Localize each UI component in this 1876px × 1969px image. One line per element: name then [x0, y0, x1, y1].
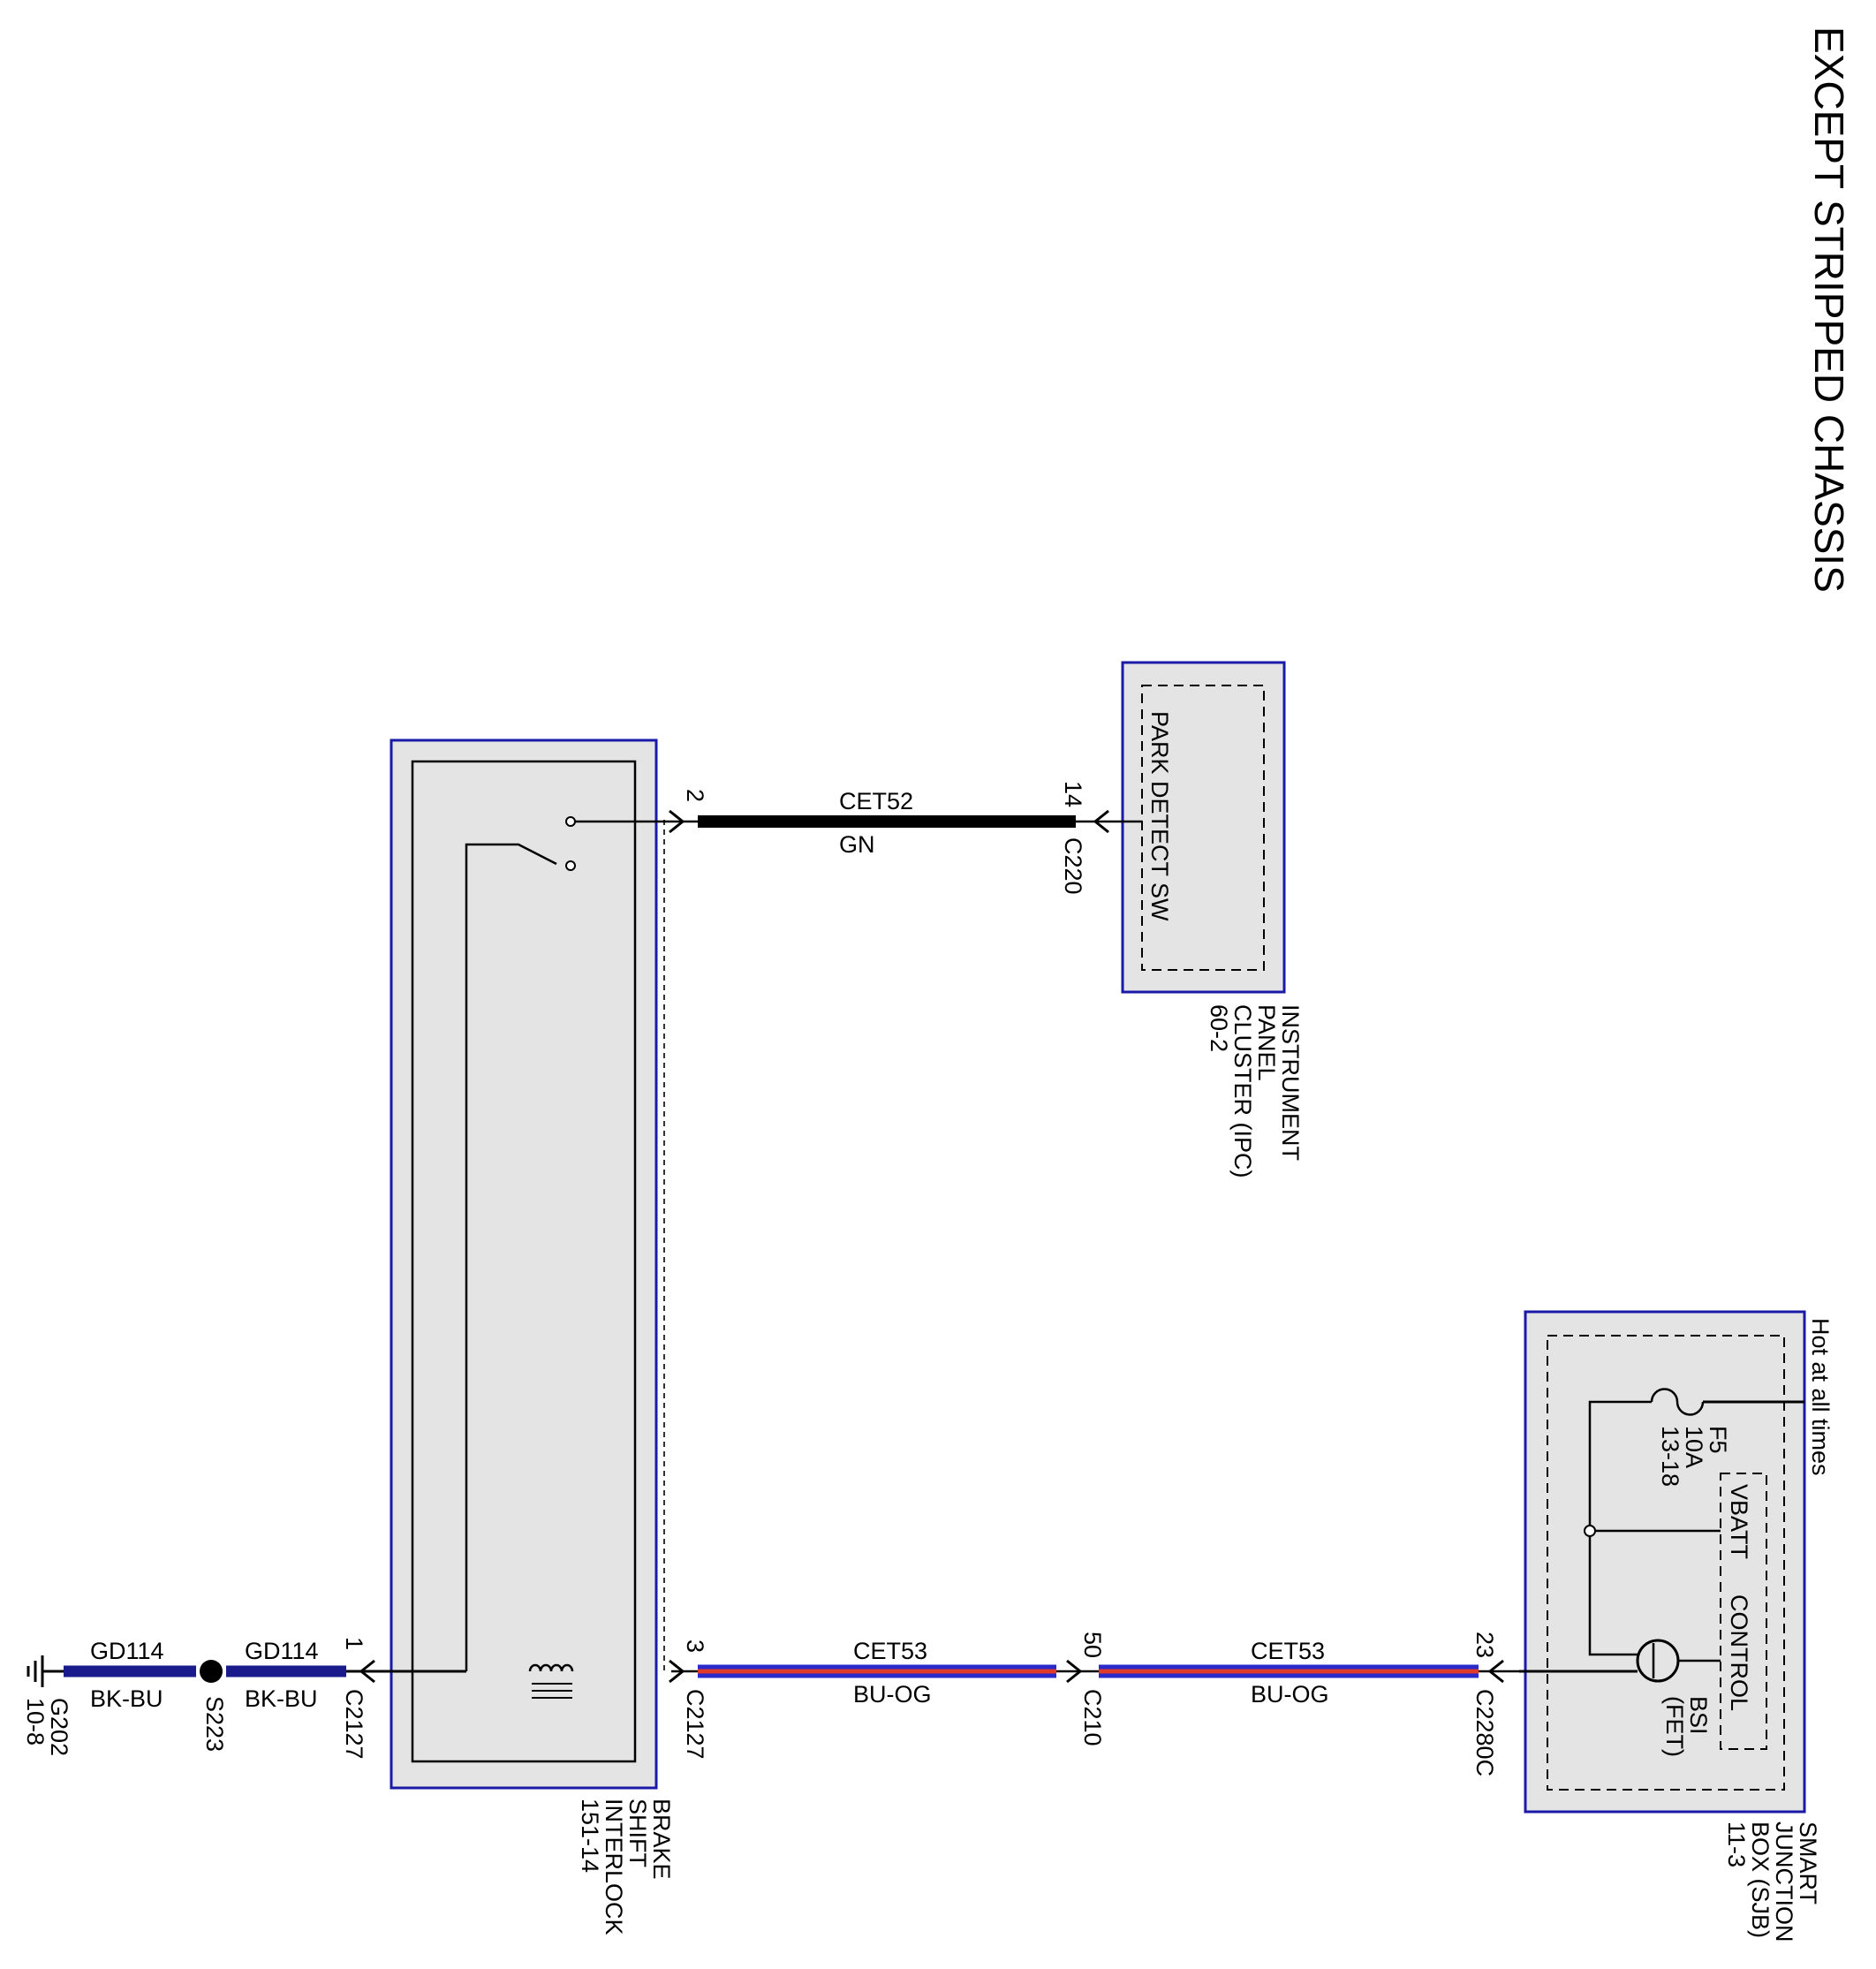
bsi-name-line-3: INTERLOCK — [601, 1799, 627, 1935]
c2127-top-pin: 2 — [682, 789, 708, 802]
splice-name: S223 — [201, 1696, 228, 1752]
bsi-name-line-4: 151-14 — [577, 1799, 603, 1873]
c210-pin: 50 — [1079, 1632, 1106, 1658]
cet53-a-color-label: BU-OG — [853, 1681, 932, 1708]
c220-pin: 14 — [1060, 781, 1086, 807]
wire-cet52: CET52 GN 2 14 C220 — [669, 781, 1109, 895]
ipc-module-outer — [1121, 661, 1286, 994]
bsi-solenoid-coil-icon — [528, 1663, 574, 1672]
cet52-color-label: GN — [839, 831, 875, 858]
c2127-right-name: C2127 — [682, 1689, 708, 1760]
bsi-fet-line-1: BSI — [1685, 1696, 1712, 1735]
sjb-name-line-4: 11-3 — [1723, 1821, 1750, 1867]
wire-gd114-b: GD114 BK-BU — [226, 1638, 466, 1712]
brake-shift-interlock-module: BRAKE SHIFT INTERLOCK 151-14 — [390, 738, 675, 1942]
ipc-park-detect-sw-label: PARK DETECT SW — [1146, 711, 1173, 921]
ground-name: G202 10-8 — [22, 1698, 72, 1763]
c2127-right-arrow-icon — [669, 1659, 685, 1684]
sjb-module-outer — [1524, 1310, 1806, 1814]
c2280c-pin: 23 — [1471, 1632, 1498, 1658]
fuse-label-line-1: F5 — [1705, 1426, 1731, 1454]
fuse-icon — [1650, 1388, 1705, 1416]
ground-g202: G202 10-8 — [22, 1655, 72, 1763]
vbatt-label: VBATT — [1726, 1484, 1752, 1559]
bsi-name-line-1: BRAKE — [648, 1799, 675, 1880]
ipc-name-line-3: CLUSTER (IPC) — [1229, 1004, 1256, 1178]
wire-cet53-b: CET53 BU-OG — [1056, 1638, 1519, 1708]
c210-name: C210 — [1079, 1689, 1106, 1746]
page-title: EXCEPT STRIPPED CHASSIS — [1806, 27, 1852, 593]
sjb-junction-dot — [1584, 1525, 1596, 1537]
c2127-top-arrow-icon — [669, 809, 685, 834]
fuse-label-line-2: 10A — [1681, 1426, 1707, 1468]
bsi-switch-contact-lower — [565, 860, 576, 871]
fuse-label-line-3: 13-18 — [1657, 1426, 1683, 1487]
bsi-module-inner — [411, 760, 637, 1763]
sjb-name-line-3: BOX (SJB) — [1747, 1821, 1774, 1938]
c2280c-arrow-icon — [1487, 1659, 1504, 1684]
ipc-name-line-4: 60-2 — [1206, 1004, 1232, 1052]
c220-arrow-icon — [1093, 809, 1109, 834]
sjb-name-line-2: JUNCTION — [1771, 1821, 1797, 1942]
hot-at-all-times-label: Hot at all times — [1807, 1318, 1834, 1476]
c2127-left-pin: 1 — [341, 1637, 367, 1650]
gd114-b-circuit-label: GD114 — [245, 1638, 319, 1664]
cet53-a-circuit-label: CET53 — [853, 1638, 927, 1664]
ipc-name-line-1: INSTRUMENT — [1277, 1004, 1304, 1161]
splice-s223: S223 — [200, 1660, 228, 1752]
ground-name-line-1: G202 — [46, 1698, 72, 1756]
smart-junction-box-module: Hot at all times F5 10A 13-18 VBATT CONT… — [1519, 1310, 1834, 1949]
ipc-name-line-2: PANEL — [1253, 1004, 1280, 1081]
cet53-b-color-label: BU-OG — [1251, 1681, 1329, 1708]
ipc-module-name: INSTRUMENT PANEL CLUSTER (IPC) 60-2 — [1206, 1004, 1304, 1185]
bsi-fet-line-2: (FET) — [1661, 1696, 1688, 1757]
gd114-a-color-label: BK-BU — [90, 1685, 163, 1712]
c2127-left-arrow-icon — [359, 1659, 375, 1684]
c210-arrow-icon — [1066, 1659, 1083, 1684]
control-label: CONTROL — [1726, 1594, 1752, 1711]
sjb-module-inner-dashed — [1547, 1335, 1785, 1791]
bsi-switch-wire — [465, 843, 557, 1671]
c2127-left-name: C2127 — [341, 1689, 367, 1760]
ground-name-line-2: 10-8 — [22, 1698, 49, 1746]
bsi-name-line-2: SHIFT — [624, 1799, 651, 1867]
bsi-fet-label: BSI (FET) — [1661, 1696, 1712, 1757]
wire-cet53-a: CET53 BU-OG — [671, 1638, 1056, 1708]
bsi-fet-transistor-icon — [1636, 1639, 1680, 1683]
wire-gd114-a: GD114 BK-BU — [64, 1638, 196, 1712]
gd114-b-color-label: BK-BU — [245, 1685, 318, 1712]
cet52-circuit-label: CET52 — [839, 788, 913, 814]
cet53-b-circuit-label: CET53 — [1251, 1638, 1325, 1664]
instrument-panel-cluster-module: PARK DETECT SW INSTRUMENT PANEL CLUSTER … — [1095, 661, 1304, 1185]
bsi-switch-contact-upper — [565, 816, 576, 827]
fuse-label: F5 10A 13-18 — [1657, 1426, 1731, 1487]
c2280c-name: C2280C — [1471, 1689, 1498, 1776]
sjb-module-name: SMART JUNCTION BOX (SJB) 11-3 — [1723, 1821, 1821, 1949]
bsi-module-name: BRAKE SHIFT INTERLOCK 151-14 — [577, 1799, 675, 1942]
sjb-name-line-1: SMART — [1795, 1821, 1821, 1905]
gd114-a-circuit-label: GD114 — [90, 1638, 164, 1664]
sjb-vbatt-control-dashed — [1720, 1473, 1767, 1750]
c2127-right-pin: 3 — [682, 1640, 708, 1653]
splice-dot — [200, 1660, 223, 1683]
c220-name: C220 — [1060, 837, 1086, 895]
ipc-module-inner-dashed — [1141, 685, 1265, 971]
